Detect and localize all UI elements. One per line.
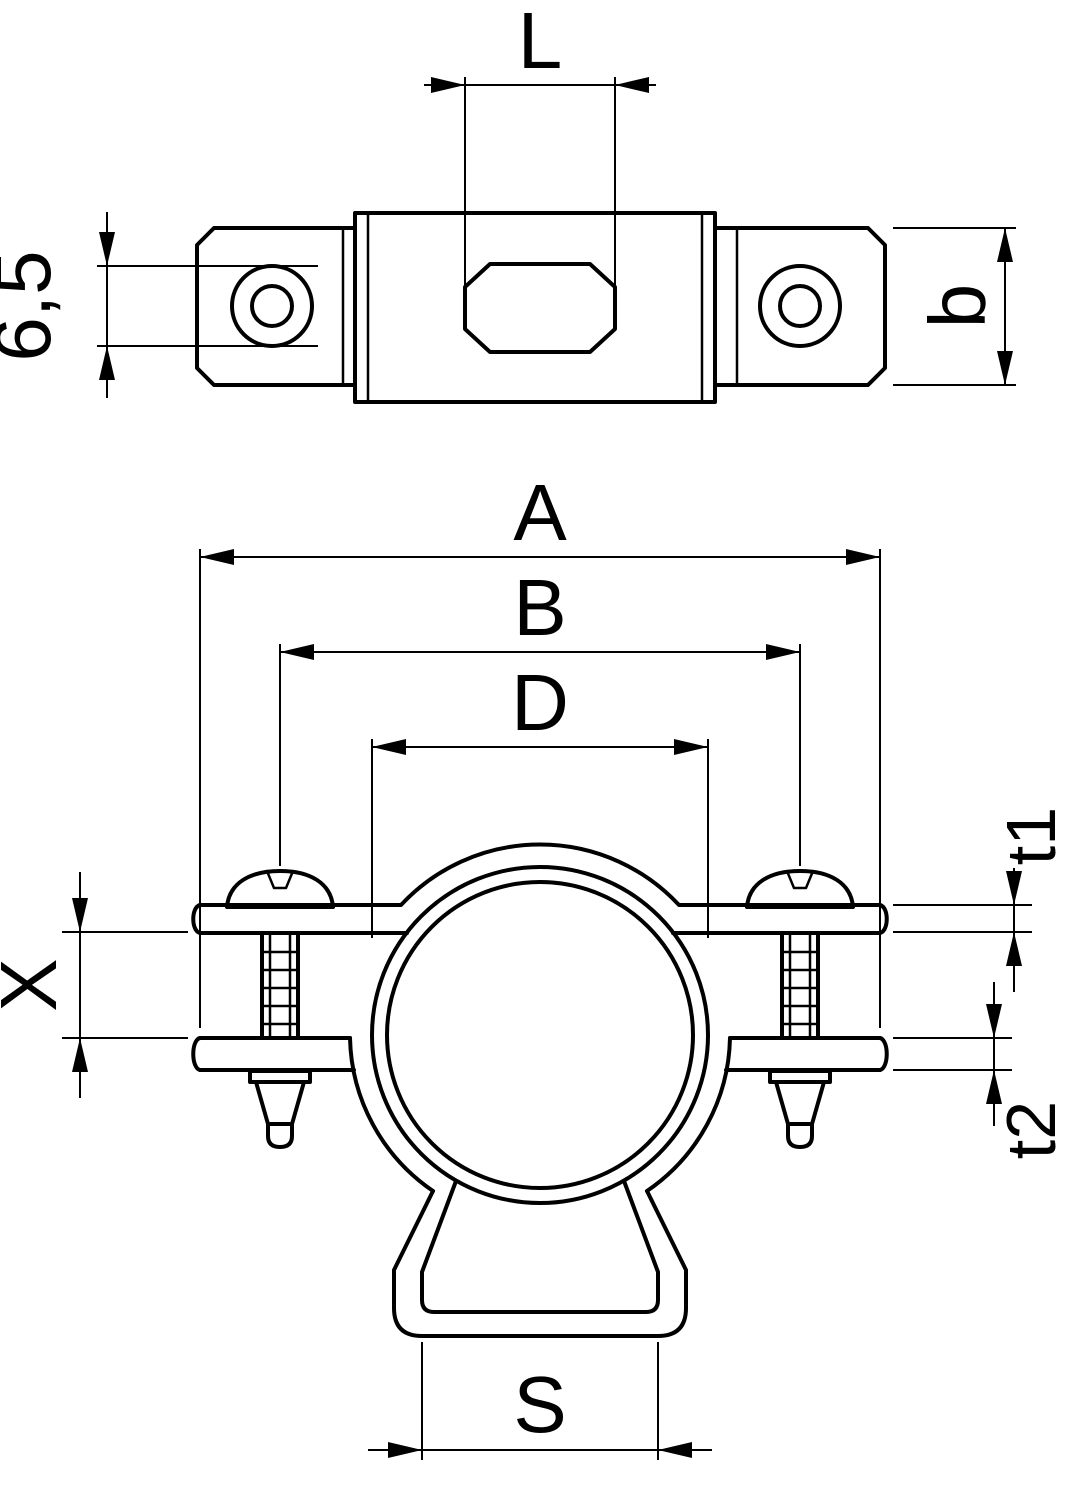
- top-view-left-tab: [195, 226, 357, 387]
- upper-strap-outer: [198, 842, 882, 907]
- foot-inner: [420, 1179, 660, 1314]
- dim-label-slot-length: L: [518, 0, 563, 85]
- upper-strap-end-right: [878, 903, 889, 935]
- dim-label-base-thickness: t2: [992, 1101, 1070, 1159]
- dim-label-band-thickness: t1: [992, 807, 1070, 865]
- dimension-L: L: [424, 0, 656, 300]
- dimension-B: B: [279, 563, 801, 866]
- left-plate-end: [191, 1036, 202, 1072]
- dim-label-base-width: S: [513, 1360, 566, 1449]
- upper-strap-end-left: [191, 903, 202, 935]
- top-view-right-tab: [713, 226, 887, 387]
- center-slot: [463, 262, 617, 354]
- dimension-D: D: [371, 658, 709, 938]
- dimension-b: b: [893, 227, 1016, 386]
- pipe-circle: [385, 880, 695, 1190]
- left-hole-inner: [250, 284, 294, 328]
- clamp-opening-circle: [370, 865, 710, 1205]
- right-screw: [745, 869, 855, 1149]
- top-view: [195, 211, 887, 404]
- foot-outer: [392, 1189, 688, 1338]
- left-screw: [225, 869, 335, 1149]
- dimension-A: A: [199, 468, 881, 1028]
- front-view: [191, 842, 889, 1338]
- right-plate-end: [878, 1036, 889, 1072]
- dim-label-overall-width: A: [513, 468, 567, 557]
- top-view-center-section: [353, 211, 717, 404]
- dimension-t1: t1: [893, 807, 1070, 992]
- dimension-hole: 6,5: [0, 212, 318, 398]
- dimension-S: S: [368, 1342, 712, 1460]
- dimension-t2: t2: [893, 982, 1070, 1159]
- dim-label-inner-diameter: D: [511, 658, 569, 747]
- dimension-X: X: [0, 872, 188, 1098]
- lower-strap-right: [645, 1036, 732, 1193]
- dim-label-spacing: X: [0, 958, 73, 1011]
- left-hole-outer: [230, 264, 314, 348]
- right-hole-outer: [758, 264, 842, 348]
- dim-label-screw-spacing: B: [513, 563, 566, 652]
- dim-label-width: b: [913, 284, 1002, 329]
- lower-strap-left: [348, 1036, 435, 1193]
- right-hole-inner: [778, 284, 822, 328]
- dim-label-hole-diameter: 6,5: [0, 250, 67, 361]
